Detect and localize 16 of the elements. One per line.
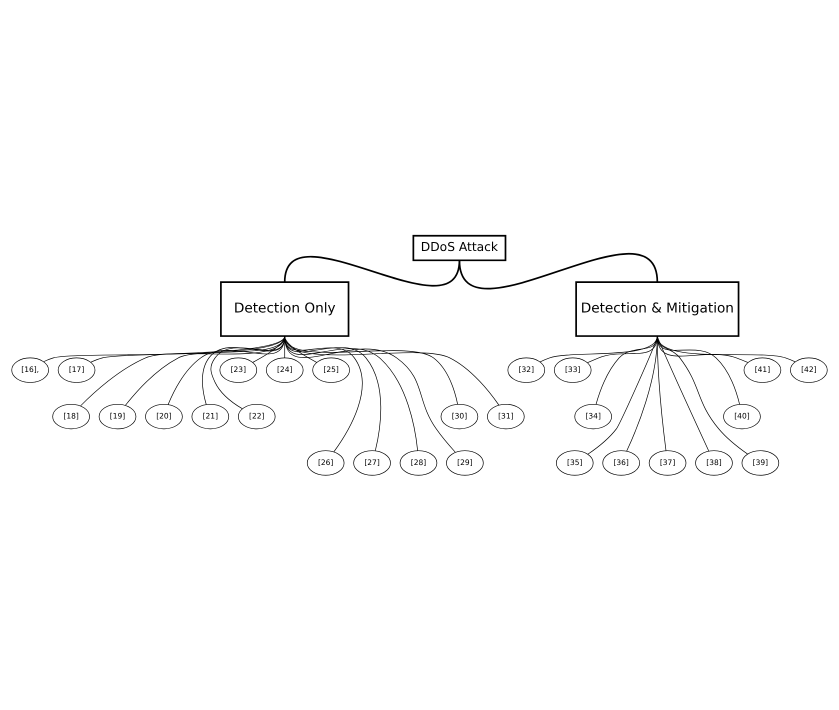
connector bbox=[657, 335, 748, 454]
connector bbox=[657, 335, 748, 362]
connector bbox=[125, 335, 286, 406]
connector bbox=[90, 335, 286, 362]
connector bbox=[284, 335, 458, 404]
connector bbox=[43, 335, 286, 362]
connector bbox=[284, 255, 460, 286]
connector bbox=[657, 335, 796, 362]
connector bbox=[587, 335, 658, 454]
node-box: DDoS Attack bbox=[412, 234, 506, 261]
node-box: Detection & Mitigation bbox=[575, 280, 740, 336]
connector bbox=[80, 335, 286, 406]
connector bbox=[284, 335, 500, 405]
connector bbox=[657, 335, 710, 451]
node-box: Detection Only bbox=[220, 280, 350, 336]
connector bbox=[458, 252, 658, 289]
